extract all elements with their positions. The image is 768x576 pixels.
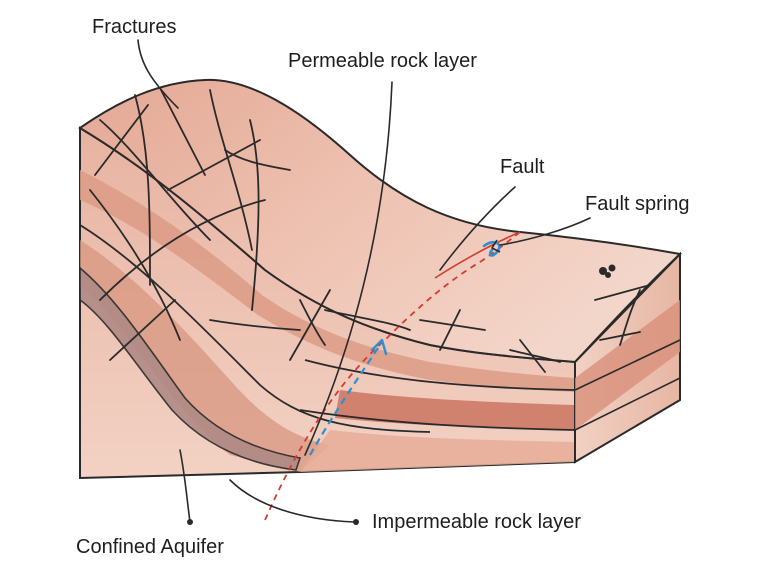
water-flow-path	[309, 344, 381, 456]
layer-line-3	[299, 409, 576, 431]
fault-line	[264, 231, 521, 521]
upper-dark-band	[80, 170, 575, 392]
side-line-1	[574, 339, 681, 391]
impermeable-leader-dot	[353, 519, 359, 525]
permeable-band	[80, 240, 330, 472]
label-fractures: Fractures	[92, 16, 177, 38]
fault-spring-arrowhead	[491, 239, 501, 253]
fault-spring-icon	[482, 240, 501, 257]
impermeable-band-right	[335, 390, 575, 430]
lower-band-right	[300, 430, 575, 472]
water-flow-arrow-icon	[370, 338, 388, 356]
fault-line-top	[434, 231, 521, 279]
label-permeable-rock-layer: Permeable rock layer	[288, 50, 477, 72]
layer-line-2	[304, 359, 576, 391]
spring-swirl-icon	[599, 264, 616, 278]
label-confined-aquifer: Confined Aquifer	[76, 536, 224, 558]
side-line-2	[574, 377, 681, 431]
confined-leader-dot	[187, 519, 193, 525]
label-fault: Fault	[500, 156, 545, 178]
label-fault-spring: Fault spring	[585, 193, 690, 215]
confined-aquifer-band	[79, 266, 302, 471]
layer-line-1	[79, 224, 431, 433]
label-impermeable-rock-layer: Impermeable rock layer	[372, 511, 581, 533]
fracture-lines	[89, 87, 651, 373]
leader-lines	[137, 39, 591, 523]
